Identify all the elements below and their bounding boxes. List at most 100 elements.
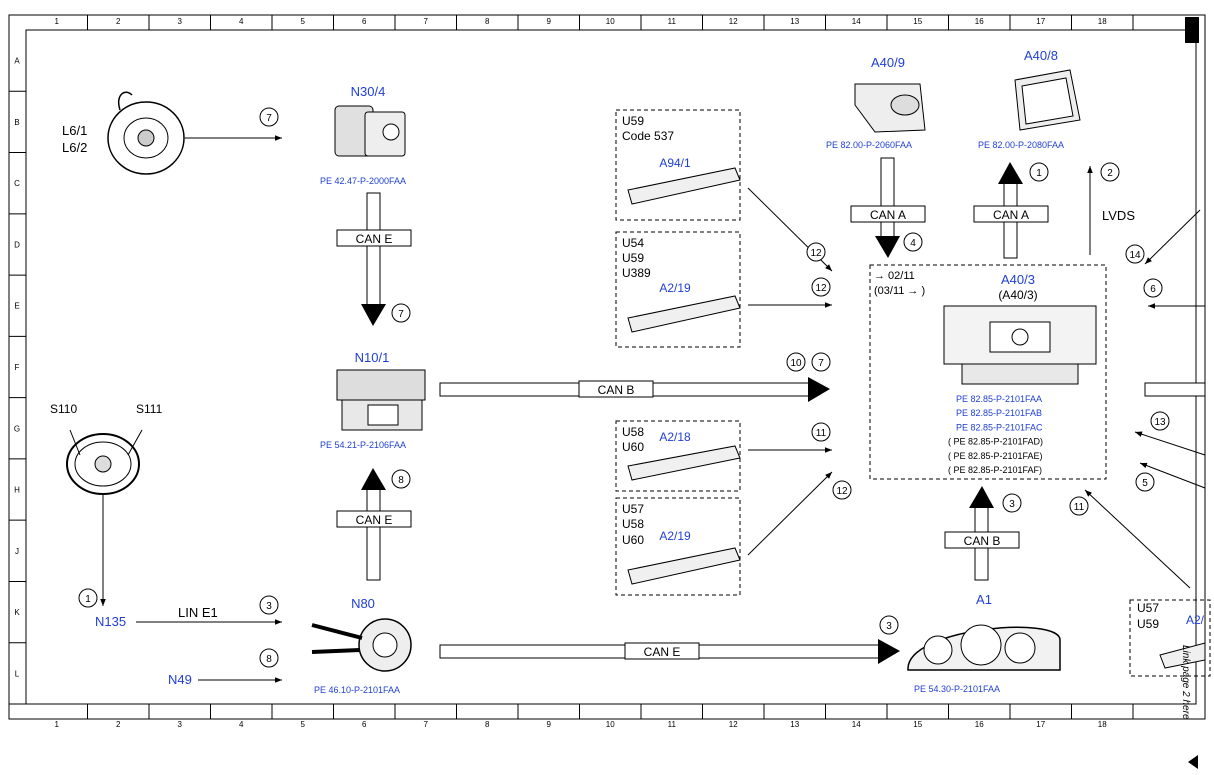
n10-1-fuse-module-icon	[336, 369, 426, 431]
row-letter: D	[14, 240, 20, 249]
column-number: 4	[239, 17, 244, 26]
column-number: 1	[55, 17, 60, 26]
n30-4-module-icon	[334, 105, 406, 157]
n10-1-label: N10/1	[355, 350, 390, 365]
reference-number: 13	[1154, 417, 1166, 428]
column-number: 8	[485, 17, 490, 26]
a94-1-code-2: Code 537	[622, 129, 674, 143]
a40-3-ref: ( PE 82.85-P-2101FAF)	[948, 465, 1042, 475]
reference-circle	[259, 595, 279, 615]
lvds-label: LVDS	[1102, 208, 1135, 223]
column-number: 18	[1098, 720, 1107, 729]
a2-19-top-code-1: U54	[622, 236, 644, 250]
reference-circle	[1069, 496, 1089, 516]
a40-9-controller-icon	[854, 83, 926, 133]
reference-circle	[1002, 493, 1022, 513]
column-number: 3	[178, 720, 183, 729]
a40-3-ref: PE 82.85-P-2101FAA	[956, 394, 1042, 404]
reference-circle	[811, 352, 831, 372]
reference-circle	[786, 352, 806, 372]
a2-19-bottom-code-1: U57	[622, 502, 644, 516]
a2-18-module-icon	[627, 445, 741, 481]
a40-8-label: A40/8	[1024, 48, 1058, 63]
l6-2-label: L6/2	[62, 140, 87, 155]
reference-circle	[832, 480, 852, 500]
column-number: 6	[362, 17, 367, 26]
reference-circle	[879, 615, 899, 635]
column-number: 7	[424, 720, 429, 729]
reference-circle	[806, 242, 826, 262]
n30-4-ref: PE 42.47-P-2000FAA	[320, 176, 406, 186]
a40-9-ref: PE 82.00-P-2060FAA	[826, 140, 912, 150]
reference-number: 5	[1142, 478, 1148, 489]
reference-number: 14	[1129, 250, 1141, 261]
reference-number: 7	[398, 309, 404, 320]
row-letter: L	[15, 669, 20, 678]
row-letter: C	[14, 179, 20, 188]
reference-circle	[811, 277, 831, 297]
column-number: 11	[668, 720, 677, 729]
can-a-left-box	[850, 205, 926, 223]
a40-3-ref: PE 82.85-P-2101FAC	[956, 422, 1043, 432]
reference-number: 3	[886, 621, 892, 632]
column-number: 14	[852, 17, 861, 26]
a2-right-option-box	[1129, 599, 1211, 677]
a2-19-bottom-code-3: U60	[622, 533, 644, 547]
n135-label: N135	[95, 614, 126, 629]
page-corner-icon	[1185, 17, 1199, 43]
column-number: 7	[424, 17, 429, 26]
column-number: 5	[301, 17, 306, 26]
reference-circle	[1125, 244, 1145, 264]
a2-19-bottom-module-icon	[627, 547, 741, 585]
s111-label: S111	[136, 402, 163, 416]
a2-right-module-icon	[1159, 642, 1206, 669]
column-number: 15	[913, 720, 922, 729]
reference-circle	[1029, 162, 1049, 182]
a1-label: A1	[976, 592, 992, 607]
a40-3-ref: ( PE 82.85-P-2101FAE)	[948, 451, 1043, 461]
reference-number: 10	[790, 358, 802, 369]
page-arrow-icon	[1188, 755, 1198, 769]
a94-1-module-icon	[627, 167, 741, 205]
n80-ref: PE 46.10-P-2101FAA	[314, 685, 400, 695]
reference-number: 8	[266, 654, 272, 665]
a40-3-head-unit-icon	[943, 305, 1097, 385]
column-number: 2	[116, 17, 121, 26]
n10-1-ref: PE 54.21-P-2106FAA	[320, 440, 406, 450]
a94-1-code-1: U59	[622, 114, 644, 128]
reference-number: 7	[818, 358, 824, 369]
link-page-note: Link page 2 here	[1180, 645, 1191, 720]
a2-18-option-box	[615, 420, 741, 492]
a2-19-top-option-box	[615, 231, 741, 348]
a40-8-display-icon	[1014, 69, 1081, 131]
reference-number: 6	[1150, 284, 1156, 295]
wheel-speed-sensor-icon	[107, 91, 185, 175]
column-number: 12	[729, 720, 738, 729]
steering-wheel-icon	[66, 429, 143, 495]
a2-18-code-2: U60	[622, 440, 644, 454]
a2-right-code-2: U59	[1137, 617, 1159, 631]
column-number: 12	[729, 17, 738, 26]
reference-number: 12	[810, 248, 822, 259]
column-number: 18	[1098, 17, 1107, 26]
reference-number: 12	[836, 486, 848, 497]
can-b-a1-label: CAN B	[964, 534, 1001, 548]
a94-1-option-box	[615, 109, 741, 221]
row-letter: K	[14, 608, 20, 617]
row-letter: F	[15, 363, 20, 372]
a40-3-ref: ( PE 82.85-P-2101FAD)	[948, 437, 1043, 447]
can-e-top-label: CAN E	[356, 232, 393, 246]
reference-number: 12	[815, 283, 827, 294]
a40-3-date-1: → 02/11	[874, 270, 915, 282]
reference-circle	[1100, 162, 1120, 182]
reference-circle	[1150, 411, 1170, 431]
column-number: 10	[606, 720, 615, 729]
n80-steering-column-module-icon	[311, 618, 412, 672]
reference-circle	[391, 303, 411, 323]
reference-number: 11	[1074, 502, 1085, 513]
a2-19-top-module-icon	[627, 295, 741, 333]
